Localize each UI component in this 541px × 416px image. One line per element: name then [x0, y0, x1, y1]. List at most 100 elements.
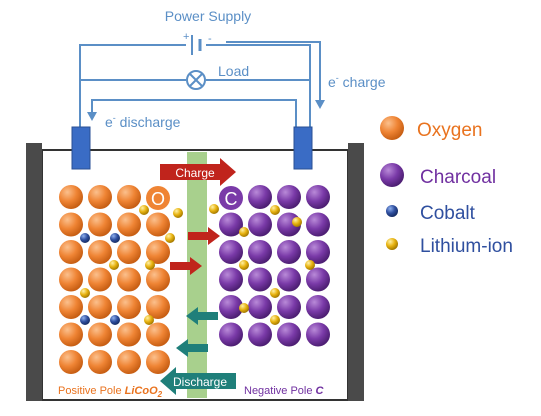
- discharge-arrow: Discharge: [160, 367, 236, 395]
- charge-label: e- charge: [328, 73, 386, 90]
- lithium-atoms: [80, 204, 315, 325]
- legend-oxygen-swatch: [380, 116, 404, 140]
- charge-arrowhead: [315, 100, 325, 109]
- cobalt-atom: [80, 233, 90, 243]
- oxygen-atom: [117, 322, 141, 347]
- ion-arrow-left-1: [186, 307, 218, 325]
- oxygen-atom: [88, 350, 112, 374]
- lithium-ion: [239, 260, 249, 270]
- cobalt-atoms: [80, 233, 120, 325]
- charcoal-atom: [306, 295, 330, 319]
- oxygen-atom: [59, 212, 83, 237]
- oxygen-atom: [146, 322, 170, 347]
- oxygen-atom: [88, 322, 112, 347]
- positive-electrode: [71, 126, 91, 170]
- charcoal-atom: [219, 240, 243, 264]
- discharge-e: e: [105, 114, 113, 130]
- charge-e: e: [328, 74, 336, 90]
- charge-wire: [226, 41, 321, 100]
- oxygen-atom: [88, 212, 112, 237]
- legend-lithium-label: Lithium-ion: [420, 236, 513, 257]
- lithium-ion: [239, 303, 249, 313]
- charcoal-atom: [248, 295, 272, 319]
- negative-letter: C: [225, 189, 238, 209]
- lithium-ion: [305, 260, 315, 270]
- charcoal-atom: [306, 267, 330, 292]
- oxygen-atoms: [59, 185, 170, 374]
- charcoal-atom: [219, 295, 243, 319]
- lithium-ion: [239, 227, 249, 237]
- charcoal-atom: [277, 322, 301, 347]
- oxygen-atom: [88, 185, 112, 209]
- outer-wire-left: [79, 44, 186, 128]
- oxygen-atom: [59, 295, 83, 319]
- negative-letter-badge: [219, 186, 243, 210]
- discharge-superscript: -: [113, 113, 116, 123]
- svg-text:+: +: [183, 31, 189, 43]
- positive-pole-text: Positive Pole: [58, 385, 125, 397]
- lithium-ion: [173, 208, 183, 218]
- electrolyte-separator: [187, 152, 207, 398]
- oxygen-atom: [88, 267, 112, 292]
- charcoal-atom: [306, 322, 330, 347]
- oxygen-atom: [88, 240, 112, 264]
- charcoal-atom: [277, 295, 301, 319]
- oxygen-atom: [146, 295, 170, 319]
- oxygen-atom: [59, 267, 83, 292]
- lithium-ion: [270, 288, 280, 298]
- lithium-ion: [209, 204, 219, 214]
- legend-oxygen-label: Oxygen: [417, 120, 482, 141]
- charcoal-atoms: [219, 185, 330, 347]
- oxygen-atom: [117, 212, 141, 237]
- power-supply-label: Power Supply: [165, 8, 251, 24]
- left-wall: [26, 143, 42, 401]
- load-label: Load: [218, 63, 249, 79]
- charcoal-atom: [219, 322, 243, 347]
- oxygen-atom: [59, 322, 83, 347]
- oxygen-atom: [59, 350, 83, 374]
- positive-letter-badge: [146, 186, 170, 210]
- load-symbol: [186, 70, 206, 90]
- discharge-wire: [91, 99, 297, 128]
- right-wall: [348, 143, 364, 401]
- oxygen-atom: [59, 240, 83, 264]
- charcoal-atom: [306, 185, 330, 209]
- positive-pole-subscript: 2: [157, 390, 163, 399]
- lithium-ion: [165, 233, 175, 243]
- oxygen-atom: [117, 350, 141, 374]
- lithium-ion: [144, 315, 154, 325]
- charcoal-atom: [277, 185, 301, 209]
- discharge-label: e- discharge: [105, 113, 181, 130]
- lithium-ion: [292, 217, 302, 227]
- lithium-ion: [145, 260, 155, 270]
- ion-arrow-left-2: [176, 339, 208, 357]
- lithium-ion: [270, 315, 280, 325]
- charcoal-atom: [306, 240, 330, 264]
- charge-superscript: -: [336, 73, 339, 83]
- oxygen-atom: [59, 185, 83, 209]
- charcoal-atom: [248, 322, 272, 347]
- negative-pole-text: Negative Pole: [244, 385, 316, 397]
- discharge-arrow-label: Discharge: [173, 375, 227, 389]
- circuit: [79, 41, 321, 128]
- charge-arrow: Charge: [160, 158, 236, 186]
- charge-suffix: charge: [339, 74, 386, 90]
- lithium-ion: [109, 260, 119, 270]
- negative-pole-formula: C: [316, 385, 325, 397]
- lithium-ion: [139, 205, 149, 215]
- charcoal-atom: [306, 212, 330, 237]
- legend-lithium-swatch: [386, 238, 398, 250]
- discharge-suffix: discharge: [116, 114, 181, 130]
- oxygen-atom: [146, 267, 170, 292]
- charcoal-atom: [248, 267, 272, 292]
- legend-cobalt-swatch: [386, 205, 398, 217]
- oxygen-atom: [117, 185, 141, 209]
- charcoal-atom: [277, 267, 301, 292]
- charge-arrow-label: Charge: [175, 166, 215, 180]
- power-supply-symbol: + -: [183, 31, 212, 55]
- negative-pole-label: Negative Pole C: [244, 385, 325, 397]
- cobalt-atom: [80, 315, 90, 325]
- lithium-ion: [80, 288, 90, 298]
